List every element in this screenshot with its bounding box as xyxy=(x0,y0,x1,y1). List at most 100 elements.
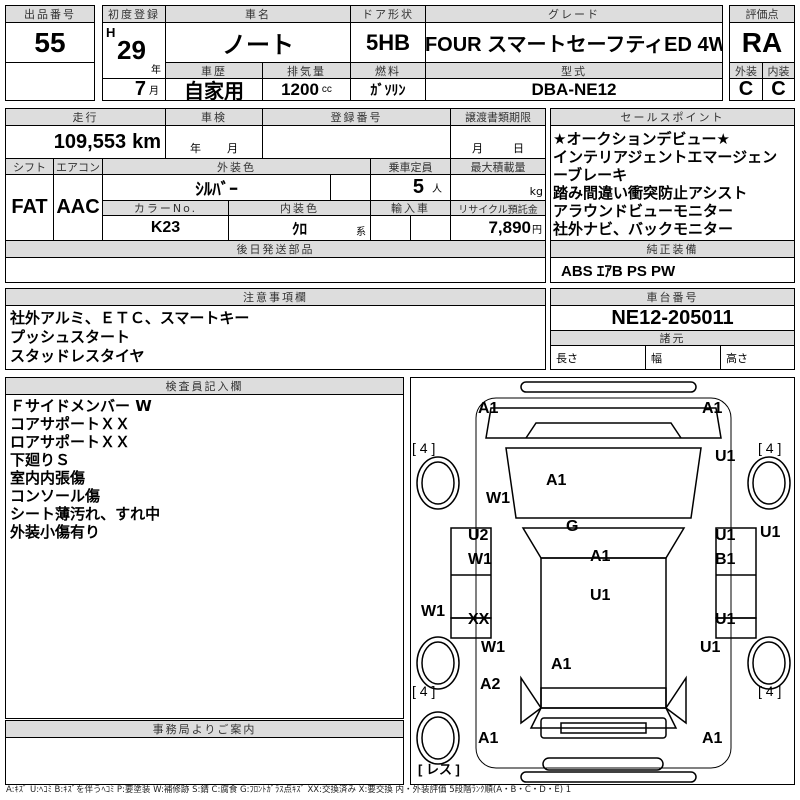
mark-front-right: A1 xyxy=(702,400,723,417)
mark-bumper-right: A1 xyxy=(702,730,723,747)
car-outline-icon xyxy=(416,381,791,783)
mark-windshield: G xyxy=(566,518,579,535)
lot-number: 55 xyxy=(5,22,95,63)
model-label: 型式 xyxy=(425,62,723,79)
inspector-line: コンソール傷 xyxy=(10,487,101,505)
history-label: 車歴 xyxy=(165,62,263,79)
mark-front-door-left-a: U2 xyxy=(468,527,489,544)
transfer-month-unit: 月 xyxy=(472,142,483,155)
model-code: DBA-NE12 xyxy=(425,78,723,101)
tire-rl: [ 4 ] xyxy=(412,683,436,699)
inspector-line: 室内内張傷 xyxy=(10,469,86,487)
grade-label: グレード xyxy=(425,5,723,23)
later-parts-label: 後日発送部品 xyxy=(5,240,546,258)
recycle-label: リサイクル預託金 xyxy=(450,200,546,216)
int-score: C xyxy=(762,78,795,101)
transfer-label: 譲渡書類期限 xyxy=(450,108,546,126)
ac: AAC xyxy=(53,174,103,241)
chassis-label: 車台番号 xyxy=(550,288,795,306)
reg-no xyxy=(262,125,451,159)
mark-rear-left: A2 xyxy=(480,676,501,693)
ext-color: ｼﾙﾊﾞｰ xyxy=(102,174,331,201)
notes: 社外アルミ、ＥＴＣ、スマートキー プッシュスタート スタッドレスタイヤ xyxy=(5,305,546,370)
inspector-label: 検査員記入欄 xyxy=(5,377,404,395)
inspector-line: 下廻りＳ xyxy=(10,451,71,469)
mark-rear-glass: A1 xyxy=(551,656,572,673)
car-name: ノート xyxy=(165,22,351,63)
legend: A:ｷｽﾞ U:ﾍｺﾐ B:ｷｽﾞを伴うﾍｺﾐ P:要塗装 W:補修跡 S:錆 … xyxy=(6,785,572,795)
tire-fl: [ 4 ] xyxy=(412,440,436,456)
capacity-unit: 人 xyxy=(432,184,442,195)
int-color-label: 内装色 xyxy=(228,200,371,216)
fuel-label: 燃料 xyxy=(350,62,426,79)
history: 自家用 xyxy=(165,78,263,101)
fuel: ｶﾞｿﾘﾝ xyxy=(350,78,426,101)
month-unit: 月 xyxy=(149,86,159,97)
first-reg-label: 初度登録 xyxy=(102,5,166,23)
chassis-number: NE12-205011 xyxy=(550,305,795,331)
int-color: ｸﾛ系 xyxy=(228,215,371,241)
mark-roof-front: A1 xyxy=(590,548,611,565)
office-notes xyxy=(5,737,404,785)
mark-quarter-right: U1 xyxy=(700,639,721,656)
note-line: 社外アルミ、ＥＴＣ、スマートキー xyxy=(10,309,250,327)
ac-label: エアコン xyxy=(53,158,103,175)
mark-mirror-right: U1 xyxy=(760,524,781,541)
mark-quarter-left: W1 xyxy=(481,639,505,656)
inspection-month-unit: 月 xyxy=(227,142,238,155)
inspector-line: シート薄汚れ、すれ中 xyxy=(10,505,161,523)
mark-bumper-left: A1 xyxy=(478,730,499,747)
door-type: 5HB xyxy=(350,22,426,63)
spec-height: 高さ xyxy=(720,345,795,370)
era: H xyxy=(106,25,116,40)
mark-front-door-right-b: B1 xyxy=(715,551,736,568)
sales-point-line: 社外ナビ、バックモニター xyxy=(553,220,734,238)
displacement-label: 排気量 xyxy=(262,62,351,79)
inspector-line: ロアサポートＸＸ xyxy=(10,433,131,451)
import-label: 輸入車 xyxy=(370,200,451,216)
equipment-label: 純正装備 xyxy=(550,240,795,258)
shift: FAT xyxy=(5,174,54,241)
sales-point-line: ★オークションデビュー★ xyxy=(553,130,730,148)
month: 7 xyxy=(134,78,146,100)
mark-fender-left: W1 xyxy=(486,490,510,507)
shift-label: シフト xyxy=(5,158,54,175)
capacity-label: 乗車定員 xyxy=(370,158,451,175)
mark-roof-rear: U1 xyxy=(590,587,611,604)
mileage-label: 走行 xyxy=(5,108,166,126)
mark-front-door-right-a: U1 xyxy=(715,527,736,544)
ext-color-label: 外装色 xyxy=(102,158,371,175)
lot-label: 出品番号 xyxy=(5,5,95,23)
mark-hood: A1 xyxy=(546,472,567,489)
color-no-label: カラーNo. xyxy=(102,200,229,216)
recycle-value: 7,890 xyxy=(488,218,531,237)
recycle-unit: 円 xyxy=(532,224,542,236)
sales-points-label: セールスポイント xyxy=(550,108,795,126)
tire-fr: [ 4 ] xyxy=(758,440,782,456)
max-load-label: 最大積載量 xyxy=(450,158,546,175)
ext-label: 外装 xyxy=(729,62,763,79)
sales-point-line: 踏み間違い衝突防止アシスト xyxy=(553,184,748,202)
inspector-line: コアサポートＸＸ xyxy=(10,415,131,433)
sales-point-line: ーブレーキ xyxy=(553,166,628,184)
equipment: ABS ｴｱB PS PW xyxy=(550,257,795,283)
inspector-notes: Ｆサイドメンバー W コアサポートＸＸ ロアサポートＸＸ 下廻りＳ 室内内張傷 … xyxy=(5,394,404,719)
transfer: 月日 xyxy=(450,125,546,159)
note-line: プッシュスタート xyxy=(10,328,131,346)
notes-label: 注意事項欄 xyxy=(5,288,546,306)
int-color-value: ｸﾛ xyxy=(291,220,307,238)
inspection: 年月 xyxy=(165,125,263,159)
mark-side-left: W1 xyxy=(421,603,445,620)
mark-front-left: A1 xyxy=(478,400,499,417)
displacement-value: 1200 xyxy=(281,79,319,99)
import-b xyxy=(410,215,451,241)
sales-point-line: インテリアジェントエマージェン xyxy=(553,148,778,166)
color-no: K23 xyxy=(102,215,229,241)
sales-point-line: アラウンドビューモニター xyxy=(553,202,734,220)
door-label: ドア形状 xyxy=(350,5,426,23)
lot-empty xyxy=(5,62,95,101)
mileage-value: 109,553 xyxy=(53,130,127,153)
